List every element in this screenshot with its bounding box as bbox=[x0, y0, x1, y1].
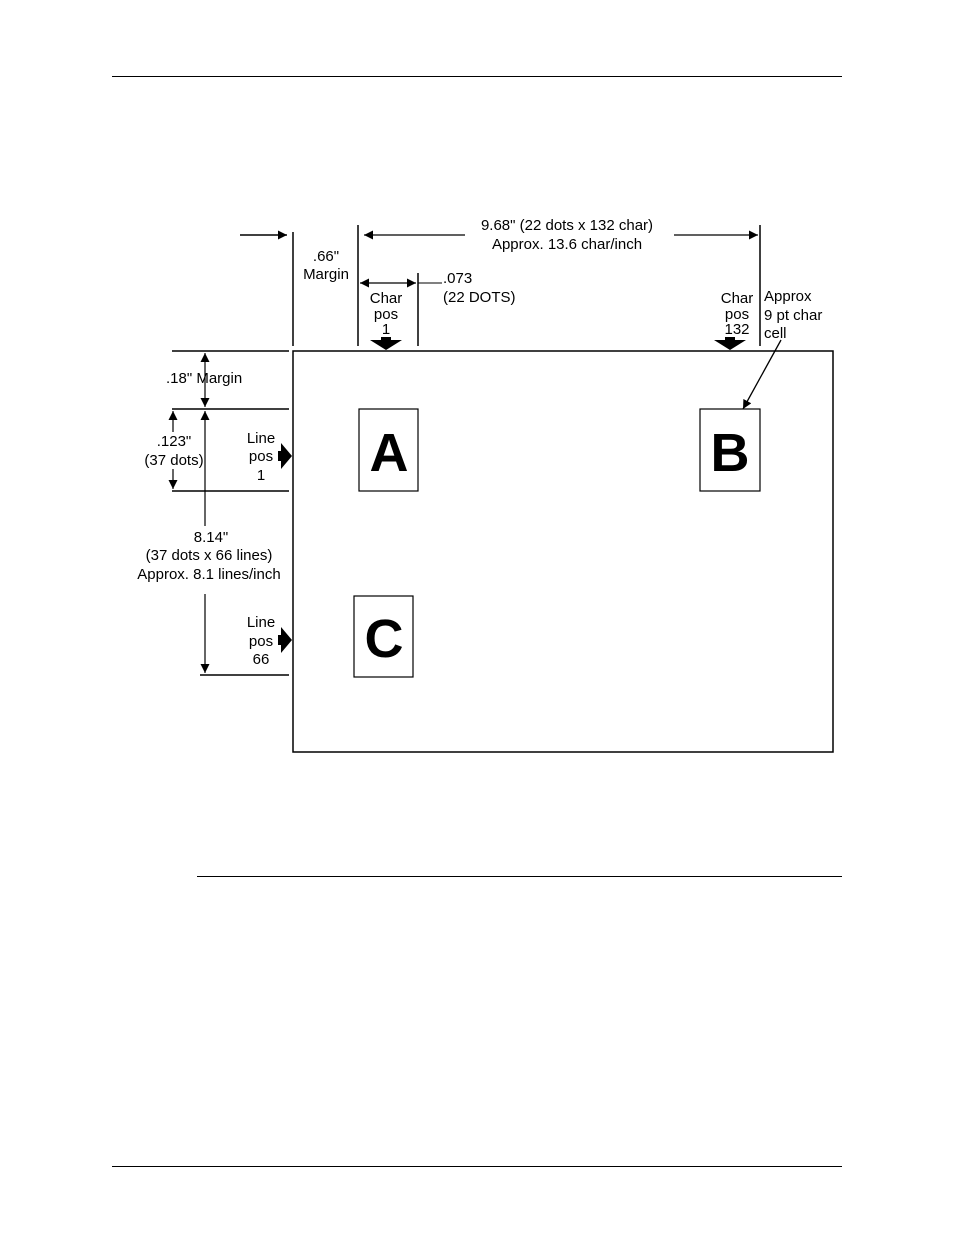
line-pos-1-label-1: Line bbox=[247, 430, 275, 447]
line-pos-1-label-3: 1 bbox=[257, 467, 265, 484]
cell-note-label-2: 9 pt char bbox=[764, 307, 822, 324]
left-margin-label-1: .66" bbox=[313, 248, 339, 265]
height-label-1: 8.14" bbox=[194, 529, 229, 546]
height-label-2: (37 dots x 66 lines) bbox=[146, 547, 273, 564]
line-height-label-1: .123" bbox=[157, 433, 192, 450]
char-width-label-1: .073 bbox=[443, 270, 472, 287]
char-pos-1-arrow-icon bbox=[370, 337, 402, 350]
cell-note-label-1: Approx bbox=[764, 288, 812, 305]
char-pos-1-label-3: 1 bbox=[382, 321, 390, 338]
line-pos-1-label-2: pos bbox=[249, 448, 273, 465]
height-label-3: Approx. 8.1 lines/inch bbox=[137, 566, 280, 583]
char-pos-132-label-3: 132 bbox=[724, 321, 749, 338]
line-pos-66-label-2: pos bbox=[249, 633, 273, 650]
char-cell-b-letter: B bbox=[711, 423, 750, 483]
width-dimension-label-2: Approx. 13.6 char/inch bbox=[492, 236, 642, 253]
width-dimension-label-1: 9.68" (22 dots x 132 char) bbox=[481, 217, 653, 234]
left-margin-label-2: Margin bbox=[303, 266, 349, 283]
line-height-label-2: (37 dots) bbox=[144, 452, 203, 469]
char-cell-a-letter: A bbox=[370, 423, 409, 483]
line-pos-66-label-3: 66 bbox=[253, 651, 270, 668]
char-pos-132-label-1: Char bbox=[721, 290, 754, 307]
line-pos-1-arrow-icon bbox=[278, 443, 292, 469]
line-pos-66-label-1: Line bbox=[247, 614, 275, 631]
char-pos-1-label-1: Char bbox=[370, 290, 403, 307]
top-margin-label: .18" Margin bbox=[166, 370, 242, 387]
page-outline bbox=[293, 351, 833, 752]
cell-note-label-3: cell bbox=[764, 325, 787, 342]
line-pos-66-arrow-icon bbox=[278, 627, 292, 653]
char-cell-c-letter: C bbox=[365, 609, 404, 669]
char-pos-132-arrow-icon bbox=[714, 337, 746, 350]
char-width-label-2: (22 DOTS) bbox=[443, 289, 516, 306]
